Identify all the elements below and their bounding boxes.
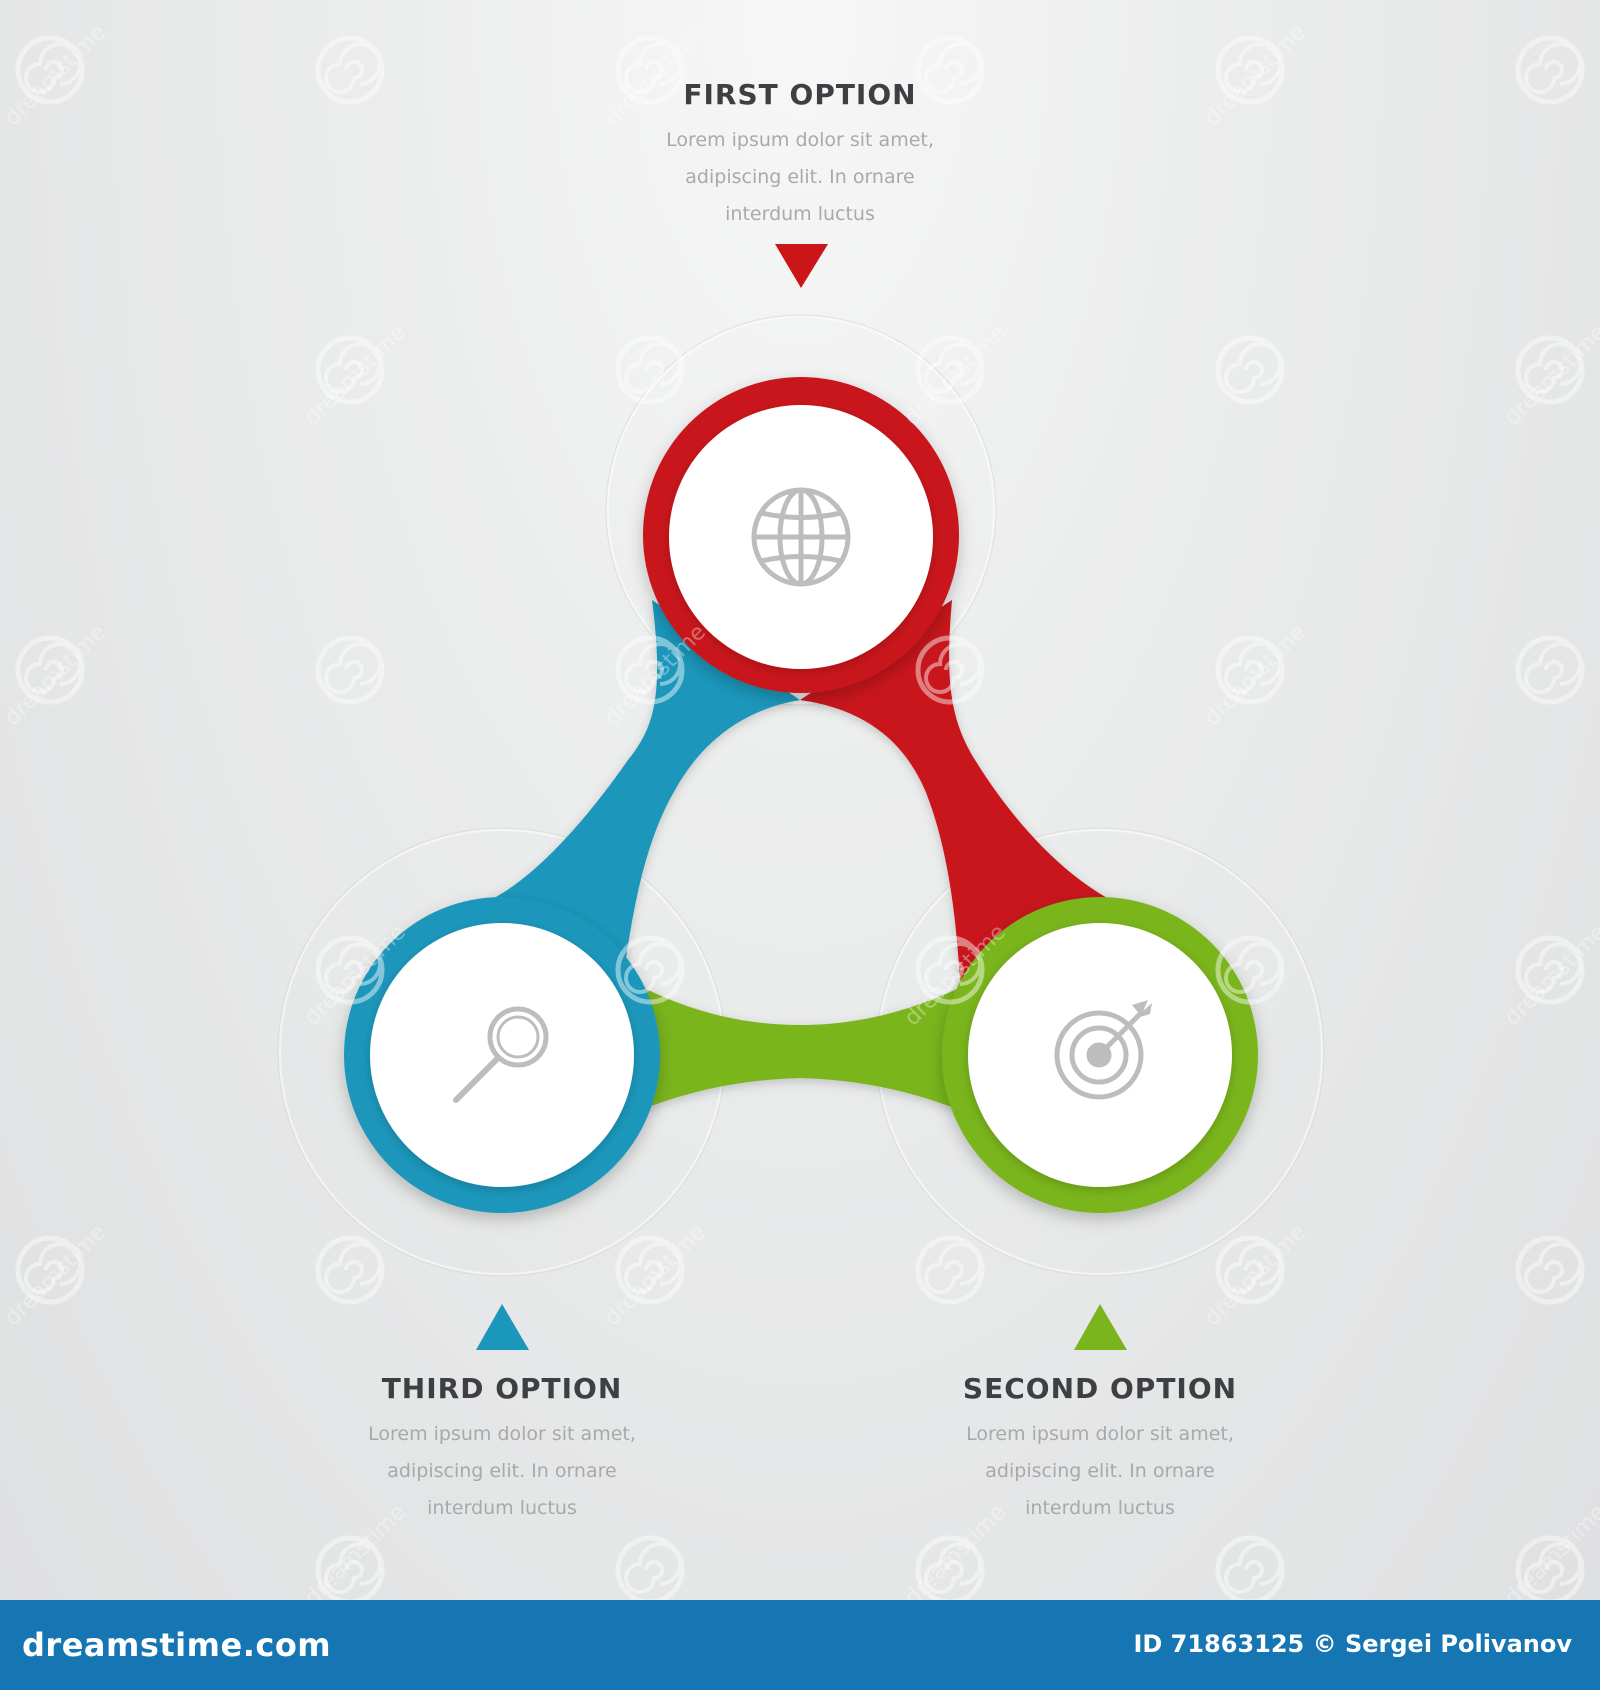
watermark-spiral-icon [915, 1535, 985, 1600]
watermark-spiral-icon [315, 35, 385, 105]
watermark-spiral-icon [615, 35, 685, 105]
node-first [643, 377, 959, 693]
watermark-spiral-icon [915, 935, 985, 1005]
watermark-spiral-icon [1215, 1235, 1285, 1305]
watermark-spiral-icon [1515, 35, 1585, 105]
node-second [942, 897, 1258, 1213]
watermark-spiral-icon [315, 335, 385, 405]
watermark-spiral-icon [1215, 1535, 1285, 1600]
description-line: interdum luctus [427, 1497, 577, 1519]
option-description: Lorem ipsum dolor sit amet, adipiscing e… [322, 1416, 682, 1527]
description-line: Lorem ipsum dolor sit amet, [368, 1423, 636, 1445]
connector-red [800, 600, 1120, 980]
watermark-spiral-icon [615, 1535, 685, 1600]
watermark-spiral-icon [15, 35, 85, 105]
pointer-third [476, 1304, 529, 1350]
watermark-spiral-icon [15, 1235, 85, 1305]
pointer-first [775, 244, 828, 288]
watermark-spiral-icon [615, 1235, 685, 1305]
description-line: interdum luctus [725, 203, 875, 225]
watermark-spiral-icon [1215, 35, 1285, 105]
watermark-spiral-icon [915, 35, 985, 105]
option-title: THIRD OPTION [381, 1372, 623, 1405]
watermark-spiral-icon [1515, 1235, 1585, 1305]
option-description: Lorem ipsum dolor sit amet, adipiscing e… [920, 1416, 1280, 1527]
connector-blue [480, 600, 800, 1000]
option-title: SECOND OPTION [962, 1372, 1238, 1405]
footer-bar: dreamstime.com ID 71863125 © Sergei Poli… [0, 1600, 1600, 1690]
pointer-second [1074, 1304, 1127, 1350]
connector-green [605, 975, 995, 1125]
option-first: FIRST OPTION Lorem ipsum dolor sit amet,… [620, 78, 980, 233]
watermark-spiral-icon [1215, 935, 1285, 1005]
description-line: adipiscing elit. In ornare [387, 1460, 617, 1482]
description-line: adipiscing elit. In ornare [985, 1460, 1215, 1482]
watermark-spiral-icon [1515, 635, 1585, 705]
watermark-spiral-icon [315, 1235, 385, 1305]
target-icon [1054, 1000, 1152, 1100]
magnifier-icon [453, 1006, 549, 1103]
watermark-spiral-icon [15, 635, 85, 705]
watermark-spiral-icon [1515, 335, 1585, 405]
globe-icon [751, 487, 851, 587]
description-line: Lorem ipsum dolor sit amet, [666, 129, 934, 151]
footer-brand[interactable]: dreamstime.com [22, 1626, 332, 1664]
description-line: interdum luctus [1025, 1497, 1175, 1519]
watermark-spiral-icon [1515, 935, 1585, 1005]
option-title: FIRST OPTION [683, 78, 917, 111]
option-third: THIRD OPTION Lorem ipsum dolor sit amet,… [322, 1372, 682, 1527]
footer-credit: ID 71863125 © Sergei Polivanov [1133, 1630, 1572, 1658]
option-second: SECOND OPTION Lorem ipsum dolor sit amet… [920, 1372, 1280, 1527]
watermark-spiral-icon [1515, 1535, 1585, 1600]
watermark-spiral-icon [315, 935, 385, 1005]
watermark-spiral-icon [315, 635, 385, 705]
watermark-spiral-icon [615, 935, 685, 1005]
option-description: Lorem ipsum dolor sit amet, adipiscing e… [620, 122, 980, 233]
watermark-spiral-icon [1215, 335, 1285, 405]
watermark-spiral-icon [915, 1235, 985, 1305]
watermark-spiral-icon [315, 1535, 385, 1600]
watermark-spiral-icon [915, 335, 985, 405]
watermark-spiral-icon [1215, 635, 1285, 705]
description-line: Lorem ipsum dolor sit amet, [966, 1423, 1234, 1445]
watermark-spiral-icon [615, 335, 685, 405]
watermark-spiral-icon [615, 635, 685, 705]
description-line: adipiscing elit. In ornare [685, 166, 915, 188]
watermark-spiral-icon [915, 635, 985, 705]
node-third [344, 897, 660, 1213]
